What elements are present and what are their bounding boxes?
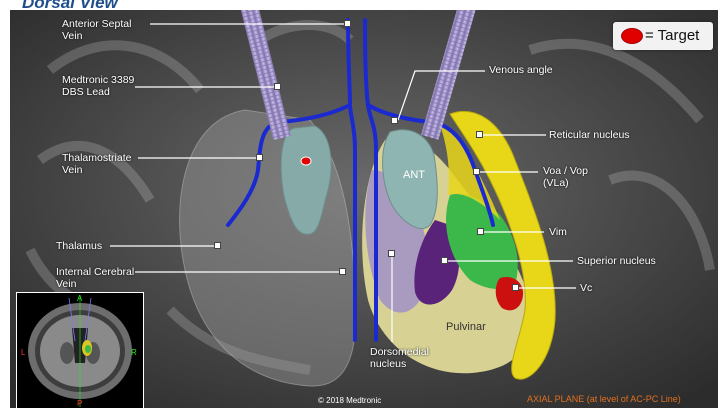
label-vim: Vim (549, 226, 567, 238)
label-thalamus: Thalamus (56, 240, 102, 252)
label-anterior-septal-vein: Anterior Septal Vein (62, 18, 131, 42)
mri-axial-image (17, 293, 143, 408)
region-label-pulvinar: Pulvinar (446, 321, 486, 333)
pin-vim (477, 228, 484, 235)
label-reticular-nucleus: Reticular nucleus (549, 129, 630, 141)
pin-thalamostriate-vein (256, 154, 263, 161)
pin-dorsomedial-nucleus (388, 250, 395, 257)
pin-internal-cerebral-vein (339, 268, 346, 275)
mri-label-posterior: P (77, 399, 82, 408)
label-internal-cerebral-vein: Internal Cerebral Vein (56, 266, 134, 290)
pin-superior-nucleus (441, 257, 448, 264)
label-superior-nucleus: Superior nucleus (577, 255, 656, 267)
copyright: © 2018 Medtronic (318, 396, 381, 405)
mri-label-left: L (21, 348, 25, 357)
anatomy-figure: Anterior Septal Vein Medtronic 3389 DBS … (10, 10, 718, 408)
label-thalamostriate-vein: Thalamostriate Vein (62, 152, 131, 176)
pin-dbs-lead (274, 83, 281, 90)
label-vc: Vc (580, 282, 592, 294)
mri-inset: A P L R (16, 292, 144, 408)
pin-anterior-septal-vein (344, 20, 351, 27)
label-venous-angle: Venous angle (489, 64, 553, 76)
pin-thalamus (214, 242, 221, 249)
legend-text: = Target (645, 27, 699, 44)
plane-note: AXIAL PLANE (at level of AC-PC Line) (527, 394, 681, 404)
target-legend-icon (621, 28, 643, 44)
label-dorsomedial-nucleus: Dorsomedial nucleus (370, 346, 429, 370)
legend-box: = Target (613, 22, 713, 50)
label-dbs-lead: Medtronic 3389 DBS Lead (62, 74, 134, 98)
region-label-ant: ANT (403, 169, 425, 181)
mri-label-anterior: A (77, 294, 82, 303)
pin-venous-angle (391, 117, 398, 124)
pin-voa-vop (473, 168, 480, 175)
label-voa-vop: Voa / Vop (VLa) (543, 165, 588, 189)
mri-label-right: R (131, 348, 137, 357)
pin-reticular-nucleus (476, 131, 483, 138)
target-marker (301, 157, 311, 165)
pin-vc (512, 284, 519, 291)
